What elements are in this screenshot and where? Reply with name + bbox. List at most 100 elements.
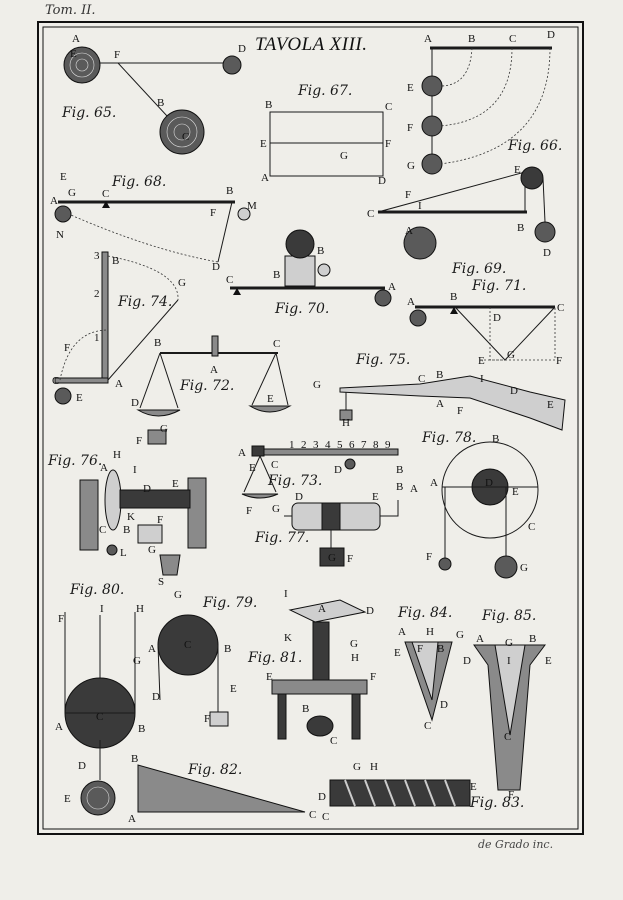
fig-label: A — [430, 477, 438, 489]
fig-label: B — [265, 99, 272, 111]
figure-75: G H C B I D A F E Fig. 75. — [313, 352, 566, 431]
fig-label: H — [136, 603, 144, 615]
scale-mark: 5 — [337, 439, 343, 451]
figure-caption: Fig. 80. — [69, 582, 124, 598]
fig-label: E — [407, 82, 414, 94]
fig-label: G — [174, 589, 182, 601]
figure-68: E G A C N B M F D Fig. 68. — [50, 171, 257, 273]
plate-frame — [37, 21, 584, 835]
fig-label: F — [426, 551, 432, 563]
fig-label: C — [528, 521, 535, 533]
fig-label: I — [418, 200, 422, 212]
fig-label: E — [266, 671, 273, 683]
figure-caption: Fig. 75. — [355, 352, 410, 368]
fig-label: B — [123, 524, 130, 536]
fig-label: H — [342, 417, 350, 429]
fig-label: D — [295, 491, 303, 503]
fig-label: K — [127, 511, 135, 523]
fig-label: M — [247, 200, 257, 212]
fig-label: D — [131, 397, 139, 409]
fig-label: C — [273, 338, 280, 350]
fig-label: A — [55, 721, 63, 733]
fig-label: C — [184, 639, 191, 651]
fig-label: B — [224, 643, 231, 655]
fig-label: D — [143, 483, 151, 495]
fig-label: F — [210, 207, 216, 219]
fig-label: S — [158, 576, 164, 588]
figure-caption: Fig. 84. — [397, 605, 452, 621]
figure-69: C F I A B D E Fig. 69. — [367, 164, 556, 277]
fig-label: D — [212, 261, 220, 273]
fig-label: N — [56, 229, 64, 241]
fig-label: G — [353, 761, 361, 773]
figure-76: H A I D E K C B L F G S Fig. 76. — [47, 449, 207, 588]
figure-caption: Fig. 69. — [451, 261, 506, 277]
figure-70: C B B A Fig. 70. — [226, 229, 396, 317]
fig-label: G — [160, 423, 168, 435]
fig-label: D — [378, 175, 386, 187]
fig-label: B — [468, 33, 475, 45]
fig-label: F — [405, 189, 411, 201]
fig-label: A — [388, 281, 396, 293]
figure-caption: Fig. 74. — [117, 294, 172, 310]
fig-label: C — [509, 33, 516, 45]
fig-label: E — [267, 393, 274, 405]
fig-label: C — [322, 811, 329, 823]
fig-label: A — [128, 813, 136, 825]
figure-caption: Fig. 67. — [297, 83, 352, 99]
fig-label: A — [115, 378, 123, 390]
fig-label: K — [284, 632, 292, 644]
fig-label: F — [508, 789, 514, 801]
figure-79: G A C B D E F Fig. 79. — [148, 589, 257, 727]
figure-71: A B C D E G F Fig. 71. — [407, 278, 564, 367]
fig-label: G — [407, 160, 415, 172]
fig-label: B — [138, 723, 145, 735]
scale-mark: 4 — [325, 439, 331, 451]
figure-caption: Fig. 85. — [481, 608, 536, 624]
fig-label: A — [238, 447, 246, 459]
fig-label: D — [440, 699, 448, 711]
fig-label: E — [76, 392, 83, 404]
fig-label: I — [133, 464, 137, 476]
figure-caption: Fig. 76. — [47, 453, 102, 469]
figure-80: F I H G A C B D E Fig. 80. — [55, 582, 145, 816]
fig-label: B — [436, 369, 443, 381]
figure-66: A B C D E F G Fig. 66. — [407, 29, 562, 175]
fig-label: A — [318, 603, 326, 615]
fig-label: F — [114, 49, 120, 61]
fig-label: B — [437, 643, 444, 655]
fig-label: D — [152, 691, 160, 703]
figure-85: A G B D I E C F Fig. 85. — [463, 608, 552, 801]
figure-78: B A D E C F G Fig. 78. — [421, 430, 539, 579]
fig-label: E — [249, 462, 256, 474]
fig-label: D — [493, 312, 501, 324]
fig-label: E — [470, 781, 477, 793]
figure-caption: Fig. 79. — [202, 595, 257, 611]
fig-label: A — [410, 483, 418, 495]
fig-label: B — [529, 633, 536, 645]
fig-label: F — [556, 355, 562, 367]
fig-label: D — [238, 43, 246, 55]
fig-label: I — [480, 373, 484, 385]
fig-label: G — [272, 503, 280, 515]
fig-label: B — [396, 481, 403, 493]
fig-label: E — [260, 138, 267, 150]
fig-label: E — [60, 171, 67, 183]
fig-label: I — [100, 603, 104, 615]
fig-label: A — [148, 643, 156, 655]
fig-label: B — [154, 337, 161, 349]
plate-title: TAVOLA XIII. — [255, 34, 368, 55]
fig-label: D — [543, 247, 551, 259]
figure-caption: Fig. 72. — [179, 378, 234, 394]
fig-label: C — [367, 208, 374, 220]
figure-67: B C E F G A D Fig. 67. — [260, 83, 392, 187]
fig-label: F — [407, 122, 413, 134]
fig-label: B — [302, 703, 309, 715]
figure-84: A H G E F B D C Fig. 84. — [394, 605, 464, 732]
fig-label: C — [226, 274, 233, 286]
scale-mark: 6 — [349, 439, 355, 451]
fig-label: A — [100, 462, 108, 474]
figure-73: 1 2 3 4 5 6 7 8 9 A E C D B F G Fig. 73. — [238, 439, 403, 517]
fig-label: A — [210, 364, 218, 376]
scale-mark: 7 — [361, 439, 367, 451]
